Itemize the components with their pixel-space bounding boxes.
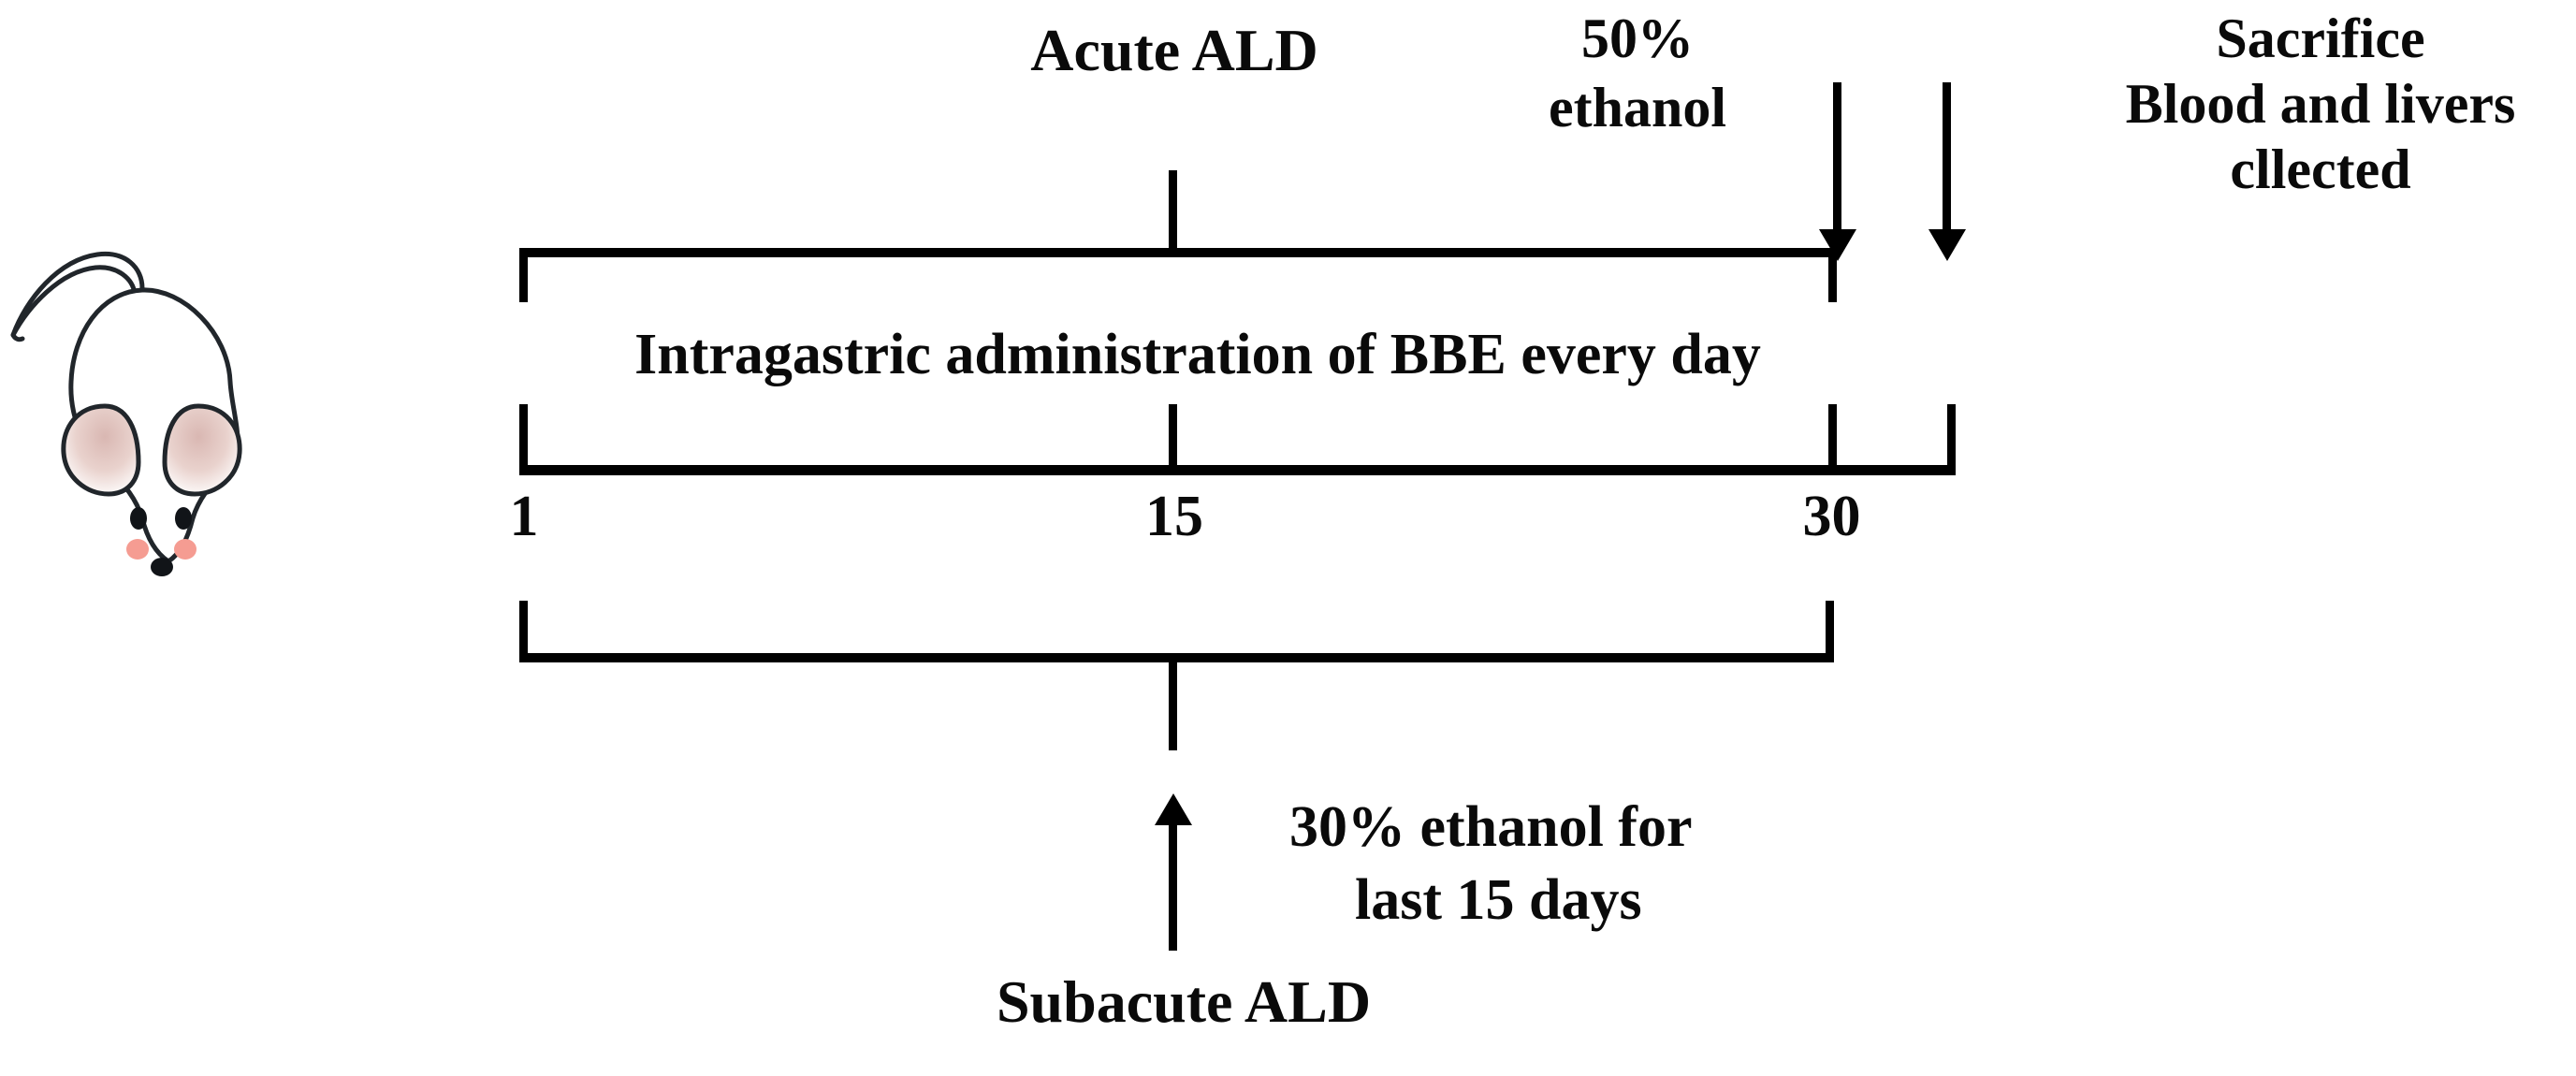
subacute-ald-label: Subacute ALD xyxy=(996,968,1372,1035)
ethanol-50-arrow-head xyxy=(1819,229,1856,261)
acute-ald-bracket-leg-left xyxy=(519,248,528,302)
sacrifice-label-line3: cllected xyxy=(2230,138,2411,200)
acute-ald-bracket-bar xyxy=(519,248,1837,257)
day-axis-tick-15 xyxy=(1169,404,1177,470)
ethanol-50-label-line2: ethanol xyxy=(1548,77,1727,138)
acute-ald-label: Acute ALD xyxy=(1030,17,1318,83)
subacute-ald-bracket-stem xyxy=(1169,657,1177,750)
acute-ald-bracket-leg-right xyxy=(1828,248,1837,302)
day-axis-tick-end xyxy=(1947,404,1956,470)
subacute-ald-bracket-leg-left xyxy=(519,601,528,659)
day-axis-tick-label-30: 30 xyxy=(1802,485,1861,548)
day-axis-tick-30 xyxy=(1828,404,1837,470)
day-axis-tick-label-1: 1 xyxy=(509,485,539,548)
sacrifice-arrow-head xyxy=(1928,229,1966,261)
day-axis-line xyxy=(519,465,1956,475)
sacrifice-label-line2: Blood and livers xyxy=(2125,73,2516,135)
subacute-ethanol-arrow-head xyxy=(1155,793,1192,825)
ethanol-50-label-line1: 50% xyxy=(1581,7,1694,69)
ethanol-30-label-line2: last 15 days xyxy=(1355,868,1642,932)
sacrifice-label-line1: Sacrifice xyxy=(2216,7,2425,69)
ethanol-30-label-line1: 30% ethanol for xyxy=(1289,795,1693,859)
acute-ald-bracket-stem xyxy=(1169,170,1177,254)
mouse-illustration xyxy=(0,232,262,588)
ethanol-50-arrow-shaft xyxy=(1833,82,1841,237)
subacute-ethanol-arrow-shaft xyxy=(1169,822,1177,951)
treatment-label: Intragastric administration of BBE every… xyxy=(634,323,1761,386)
day-axis-tick-1 xyxy=(519,404,528,470)
subacute-ald-bracket-leg-right xyxy=(1826,601,1834,659)
day-axis-tick-label-15: 15 xyxy=(1145,485,1203,548)
sacrifice-arrow-shaft xyxy=(1943,82,1951,237)
